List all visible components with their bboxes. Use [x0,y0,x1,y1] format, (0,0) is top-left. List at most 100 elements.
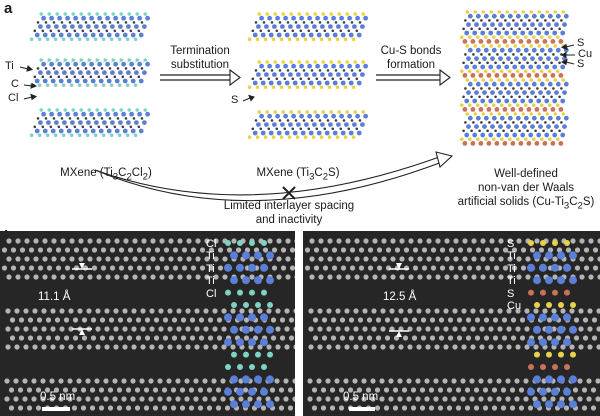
atomic-column [367,247,374,253]
atomic-column [285,274,291,280]
atomic-column [31,378,37,384]
atomic-column [23,344,29,350]
atomic-column [406,396,412,402]
s-atom [468,103,472,107]
c-atom [33,29,37,33]
atomic-column [560,308,566,314]
ti-atom [125,24,131,29]
s-atom [319,135,324,139]
ti-atom [62,70,67,75]
s-atom [553,10,557,14]
atomic-column [408,274,414,280]
atomic-column [270,317,277,323]
atomic-column [416,344,422,350]
c-atom [57,75,61,79]
atomic-column [473,387,480,393]
atomic-column [153,335,160,341]
c-atom [552,121,555,124]
c-atom [65,29,69,33]
c-atom [494,27,497,31]
s-atom [287,135,292,139]
ti-atom [530,22,535,27]
ti-atom [523,115,529,121]
atomic-column [231,238,237,244]
cu-atom [534,39,540,44]
s-atom [516,103,520,107]
atomic-column [63,317,70,323]
atomic-column [222,274,228,280]
termination-atom [552,364,558,370]
ti-atom [73,15,78,21]
cl-atom [37,133,42,137]
cl-atom [39,58,43,62]
ti-atom [82,128,88,134]
ti-atom [256,24,261,29]
s-atom [476,137,480,141]
atomic-column [331,247,338,253]
c-atom [108,117,112,120]
ti-atom [348,130,354,136]
atomic-column [144,317,151,323]
ti-atom [569,276,577,285]
ti-atom [323,113,328,119]
atomic-column [177,256,183,262]
atomic-column [208,247,215,253]
atomic-column [136,247,143,253]
s-atom [257,12,262,16]
termination-atom [231,351,237,358]
ti-atom [81,61,86,67]
cl-atom [111,58,115,62]
c-atom [480,53,483,56]
ti-atom [142,70,147,75]
ti-atom [562,22,567,27]
cu-atom [470,107,476,112]
cu-atom [502,107,508,112]
cu-atom [470,141,476,146]
atomic-column [51,238,57,244]
s-atom [343,135,348,139]
ti-atom [122,32,128,38]
ti-atom [546,124,551,129]
ti-atom [98,128,104,134]
curved-arrow-blocked [94,151,454,202]
s-atom [497,78,502,82]
scale-b: 0.5 nm [40,391,76,403]
cl-atom [87,108,91,112]
atomic-column [579,256,585,262]
atomic-column [168,238,174,244]
atomic-column [516,256,522,262]
cl-atom [119,12,123,16]
ti-atom [130,128,136,134]
c-atom [534,27,537,31]
atomic-column [326,308,332,314]
c-atom [259,29,263,33]
atomic-column [122,326,128,332]
atomic-column [462,238,468,244]
ti-atom [102,24,107,29]
s-atom [553,78,557,82]
atomic-column [505,378,511,384]
atomic-column [127,247,134,253]
s-atom [516,137,520,141]
termination-atom [261,240,267,246]
c-atom [528,19,531,22]
label-cu: Cu [578,48,593,60]
termination-atom [528,240,534,246]
s-atom [513,78,517,82]
atomic-column [257,344,263,350]
atomic-column [429,335,436,341]
atomic-column [470,308,476,314]
ti-atom [472,30,478,36]
atomic-column [394,247,401,253]
ti-atom [490,22,495,27]
atomic-column [336,238,342,244]
cl-atom [93,133,98,137]
ti-atom [539,263,547,272]
c-atom [334,69,338,72]
c-atom [339,77,343,81]
atomic-column [267,238,273,244]
atomic-column [516,274,522,280]
ti-atom [54,70,59,75]
s-atom [257,110,262,114]
s-atom [529,44,533,48]
